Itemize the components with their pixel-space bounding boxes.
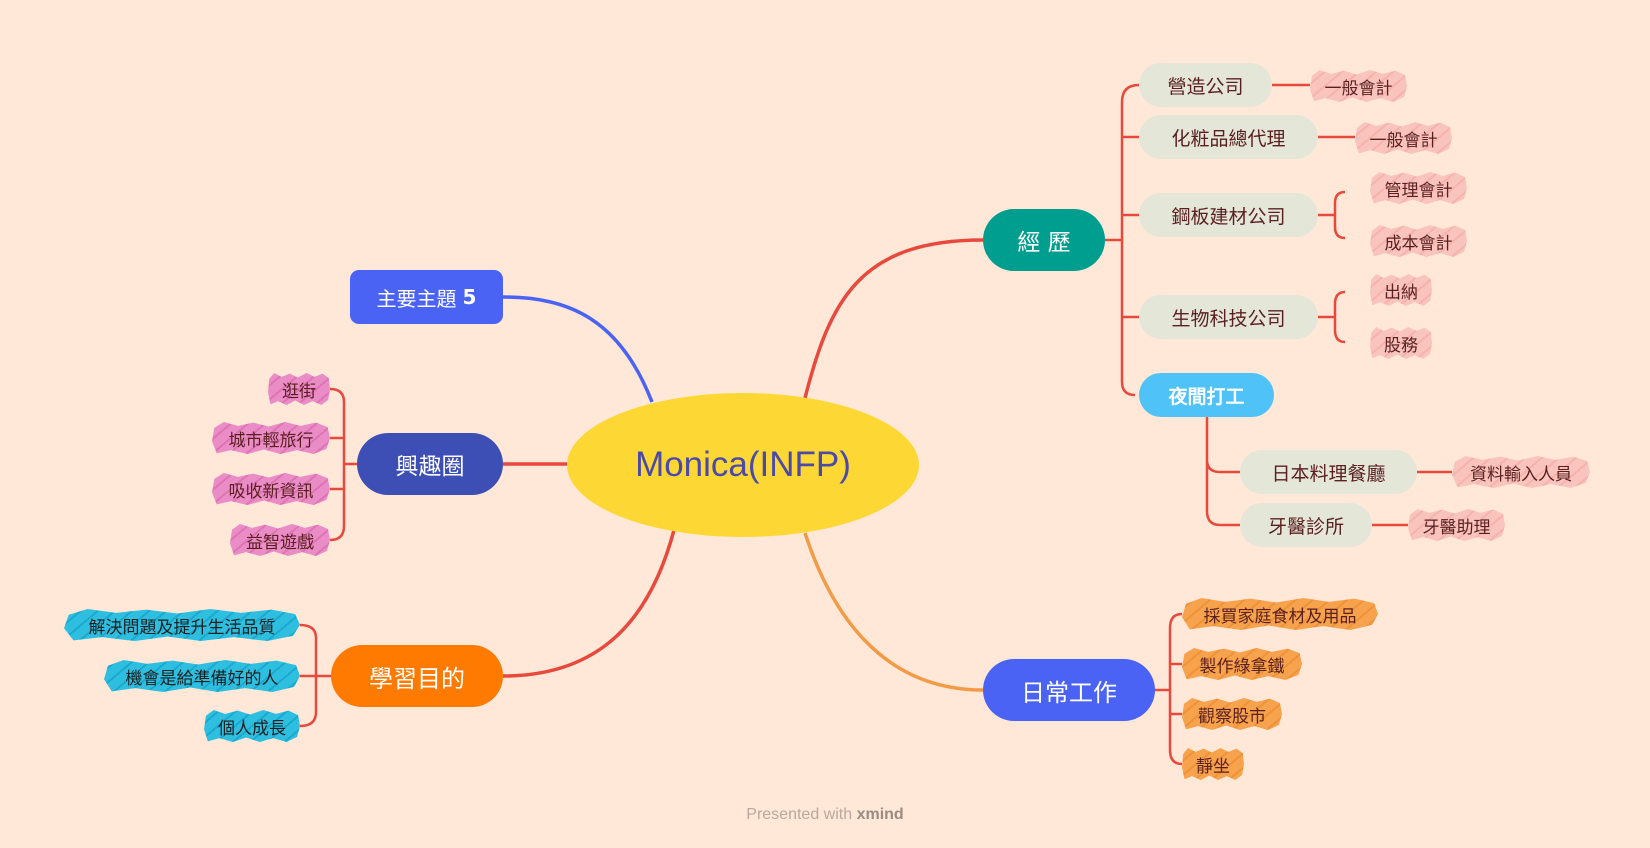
link-experience-bracket [1105, 83, 1140, 397]
central-topic-label: Monica(INFP) [635, 445, 851, 484]
subtopic-label: 夜間打工 [1168, 385, 1245, 408]
leaf-solve-problems[interactable]: 解決問題及提升生活品質 [64, 609, 300, 641]
leaf-label: 製作綠拿鐵 [1199, 656, 1285, 677]
topic-experience-label: 經 歷 [1017, 230, 1071, 256]
leaf-grocery-shopping[interactable]: 採買家庭食材及用品 [1182, 598, 1378, 630]
leaf-label: 解決問題及提升生活品質 [88, 617, 276, 638]
leaf-stock-market[interactable]: 觀察股市 [1182, 698, 1282, 730]
leaf-meditation[interactable]: 靜坐 [1182, 748, 1244, 780]
leaf-label: 城市輕旅行 [228, 430, 314, 451]
topic-experience[interactable]: 經 歷 [983, 209, 1105, 271]
leaf-stock-affairs[interactable]: 股務 [1370, 327, 1432, 359]
leaf-label: 牙醫助理 [1422, 517, 1491, 538]
topic-daily-work[interactable]: 日常工作 [983, 659, 1155, 721]
link-central-experience [803, 238, 984, 399]
topic-daily-label: 日常工作 [1021, 678, 1117, 707]
link-central-learning [502, 529, 676, 678]
leaf-label: 資料輸入人員 [1470, 464, 1572, 485]
topic-learning[interactable]: 學習目的 [331, 645, 503, 707]
leaf-label: 觀察股市 [1198, 706, 1266, 727]
leaf-label: 靜坐 [1196, 756, 1230, 777]
subtopic-label: 鋼板建材公司 [1171, 205, 1286, 228]
link-central-daily [803, 532, 984, 692]
leaf-shopping[interactable]: 逛街 [268, 373, 330, 405]
leaf-label: 成本會計 [1384, 233, 1453, 254]
subtopic-dental-clinic[interactable]: 牙醫診所 [1240, 503, 1372, 547]
leaf-general-accounting-1[interactable]: 一般會計 [1310, 70, 1407, 102]
leaf-label: 股務 [1384, 335, 1418, 356]
central-topic[interactable]: Monica(INFP) [567, 393, 919, 537]
leaf-dental-assistant[interactable]: 牙醫助理 [1408, 509, 1505, 541]
link-central-topic5 [502, 295, 654, 403]
leaf-green-latte[interactable]: 製作綠拿鐵 [1182, 648, 1302, 680]
subtopic-cosmetics-agent[interactable]: 化粧品總代理 [1139, 115, 1318, 159]
subtopic-biotech-company[interactable]: 生物科技公司 [1139, 295, 1318, 339]
leaf-cost-accounting[interactable]: 成本會計 [1370, 225, 1467, 257]
leaf-general-accounting-2[interactable]: 一般會計 [1355, 122, 1452, 154]
leaf-personal-growth[interactable]: 個人成長 [204, 710, 300, 742]
topic-5-number: 5 [462, 285, 477, 309]
leaf-opportunity[interactable]: 機會是給準備好的人 [104, 660, 300, 692]
leaf-data-entry[interactable]: 資料輸入人員 [1452, 456, 1590, 488]
subtopic-label: 牙醫診所 [1267, 515, 1344, 538]
leaf-new-info[interactable]: 吸收新資訊 [212, 473, 330, 505]
leaf-cashier[interactable]: 出納 [1370, 274, 1432, 306]
leaf-label: 採買家庭食材及用品 [1203, 606, 1357, 627]
subtopic-night-job[interactable]: 夜間打工 [1139, 373, 1274, 417]
topic-5-label: 主要主題 [376, 286, 457, 311]
topic-hobby[interactable]: 興趣圈 [357, 433, 503, 495]
leaf-label: 逛街 [282, 381, 316, 402]
footer-prefix: Presented with [746, 806, 853, 823]
leaf-label: 出納 [1384, 282, 1418, 303]
leaf-city-travel[interactable]: 城市輕旅行 [212, 422, 330, 454]
subtopic-label: 營造公司 [1167, 75, 1244, 98]
subtopic-label: 化粧品總代理 [1171, 127, 1286, 150]
footer-brand-logo: xmind [856, 806, 904, 823]
leaf-label: 管理會計 [1384, 180, 1453, 201]
leaf-label: 益智遊戲 [246, 532, 314, 553]
topic-learning-label: 學習目的 [369, 664, 465, 693]
subtopic-japanese-restaurant[interactable]: 日本料理餐廳 [1240, 450, 1417, 494]
leaf-label: 吸收新資訊 [228, 481, 314, 502]
subtopic-label: 生物科技公司 [1171, 307, 1286, 330]
topic-hobby-label: 興趣圈 [395, 454, 465, 480]
subtopic-label: 日本料理餐廳 [1271, 462, 1386, 485]
leaf-label: 個人成長 [218, 718, 286, 739]
subtopic-construction-company[interactable]: 營造公司 [1139, 63, 1272, 107]
footer-presented-with: Presented with xmind [0, 806, 1650, 824]
leaf-management-accounting[interactable]: 管理會計 [1370, 172, 1467, 204]
subtopic-steel-company[interactable]: 鋼板建材公司 [1139, 193, 1318, 237]
leaf-label: 一般會計 [1324, 78, 1393, 99]
topic-5[interactable]: 主要主題 5 [350, 270, 503, 324]
leaf-puzzle-games[interactable]: 益智遊戲 [230, 524, 330, 556]
leaf-label: 機會是給準備好的人 [125, 668, 279, 689]
leaf-label: 一般會計 [1369, 130, 1438, 151]
